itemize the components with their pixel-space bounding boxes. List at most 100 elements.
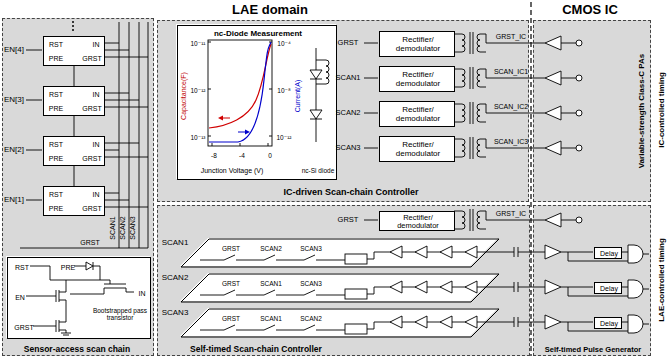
rc-block xyxy=(345,254,367,264)
node-text: Sensor-access scan chain xyxy=(24,345,130,354)
node-text: IN xyxy=(93,141,100,149)
node-text: RST xyxy=(49,141,63,149)
panel-grounds xyxy=(2,18,651,356)
signal-label: GRST xyxy=(338,216,359,224)
node-text: RST xyxy=(49,191,63,199)
rc-blocks xyxy=(345,254,367,334)
curve-arrow xyxy=(218,116,223,121)
signal-label: GRST xyxy=(80,239,99,247)
source-symbol xyxy=(576,40,582,46)
block-box: Rectifier/ demodulator xyxy=(379,66,455,92)
junction-dots xyxy=(72,21,74,31)
node-text: IN xyxy=(139,290,146,298)
node-text: SCAN2 xyxy=(162,274,189,283)
signal-label: EN[3] xyxy=(4,96,24,105)
node-text: PRE xyxy=(61,264,75,272)
rc-block xyxy=(345,324,367,334)
node-text: 10⁻¹³ xyxy=(191,134,206,141)
node-text: PRE xyxy=(49,55,63,63)
block-box: Rectifier/ demodulator xyxy=(379,136,455,162)
block-box: Rectifier/ demodulator xyxy=(379,31,455,57)
layer-parallelogram: SCAN3GRSTSCAN1SCAN2 xyxy=(161,307,501,339)
dashed-panel: Self-timed Scan-chain ControllerRectifie… xyxy=(157,205,530,356)
node-text: Rectifier/ demodulator xyxy=(384,141,452,159)
source-symbol xyxy=(576,217,582,223)
node-text: RST xyxy=(49,91,63,99)
domain-divider xyxy=(530,2,531,356)
node-text: 0 xyxy=(268,152,272,159)
node-text: EN xyxy=(15,294,25,302)
signal-label: SCAN_IC2 xyxy=(494,103,528,111)
layer-parallelogram: SCAN2GRSTSCAN1SCAN3 xyxy=(161,272,501,304)
node-text: GRST xyxy=(14,324,33,332)
scan-cell: RSTINPREGRST xyxy=(43,86,105,116)
inset-ground xyxy=(176,24,336,179)
connector-line xyxy=(74,166,75,186)
layer-switch-buses xyxy=(200,255,345,330)
connector-line xyxy=(74,116,75,136)
node-text: SCAN1 xyxy=(260,280,282,287)
block-box: Delay xyxy=(594,282,622,294)
panel-ground xyxy=(2,18,154,356)
current-curve xyxy=(209,42,271,142)
parallelogram-outline xyxy=(161,272,501,304)
signal-label: GRST_IC xyxy=(496,210,526,218)
node-text: RST xyxy=(15,264,29,272)
parallelogram-edge xyxy=(181,309,499,337)
node-text: Rectifier/ demodulator xyxy=(384,36,452,54)
link-wires xyxy=(364,34,576,229)
node-text: Delay xyxy=(600,320,618,328)
signal-label: SCAN3 xyxy=(129,216,137,239)
parallelogram-edge xyxy=(181,274,499,302)
block-box: Delay xyxy=(594,317,622,329)
node-text: GRST xyxy=(222,245,240,252)
node-text: SCAN2 xyxy=(260,245,282,252)
node-text: 10⁻¹¹ xyxy=(191,40,206,47)
signal-label: EN[2] xyxy=(4,146,24,155)
inset-box: RSTPREENINGRSTBootstrapped pass transist… xyxy=(7,257,151,339)
inverter-chain xyxy=(390,246,477,328)
ellipsis-dot xyxy=(72,25,74,27)
curve-arrow xyxy=(245,130,250,135)
inset-box: nc-Diode MeasurementCapacitance(F)Curren… xyxy=(177,25,337,180)
block-box: Rectifier/ demodulator xyxy=(379,211,455,231)
node-text: SCAN1 xyxy=(162,239,189,248)
parallelogram-outline xyxy=(161,237,501,269)
node-text: RST xyxy=(49,41,63,49)
signal-label: EN[1] xyxy=(4,196,24,205)
node-text: nc-Si diode xyxy=(302,167,335,174)
scan-cell: RSTINPREGRST xyxy=(43,36,105,66)
signal-label: SCAN_IC3 xyxy=(494,138,528,146)
source-symbol xyxy=(576,75,582,81)
signal-label: GRST_IC xyxy=(496,33,526,41)
plot-frame xyxy=(208,40,272,146)
plot-ticks xyxy=(208,42,272,146)
node-text: 10⁻¹² xyxy=(277,134,292,141)
source-symbol xyxy=(576,145,582,151)
signal-label: LAE-controlled timing xyxy=(658,238,667,322)
signal-label: SCAN_IC1 xyxy=(494,68,528,76)
node-text: Junction Voltage (V) xyxy=(201,167,264,175)
node-text: Rectifier/ demodulator xyxy=(384,214,452,231)
scan-cell: RSTINPREGRST xyxy=(43,186,105,216)
parallelogram-outline xyxy=(161,307,501,339)
signal-label: LAE domain xyxy=(232,3,308,17)
node-text: GRST xyxy=(82,155,101,163)
node-text: PRE xyxy=(49,205,63,213)
diode-symbol xyxy=(310,110,322,119)
dashed-panel: Self-timed Pulse GeneratorDelayDelayDela… xyxy=(533,205,651,356)
nc-si-diode-circuit xyxy=(310,48,329,142)
delay-line-wires xyxy=(367,247,545,329)
panel-ground xyxy=(533,205,651,356)
bootstrap-schematic xyxy=(26,262,134,335)
node-text: Rectifier/ demodulator xyxy=(384,71,452,89)
signal-label: IC-controlled timing xyxy=(658,72,667,148)
signal-label: GRST xyxy=(338,39,359,47)
parallelogram-edge xyxy=(181,239,499,267)
dashed-panel: Variable-strength Class-C PAs xyxy=(533,20,651,202)
node-text: GRST xyxy=(82,205,101,213)
node-text: SCAN2 xyxy=(300,315,322,322)
block-box: Delay xyxy=(594,247,622,259)
panel-ground xyxy=(157,205,530,356)
